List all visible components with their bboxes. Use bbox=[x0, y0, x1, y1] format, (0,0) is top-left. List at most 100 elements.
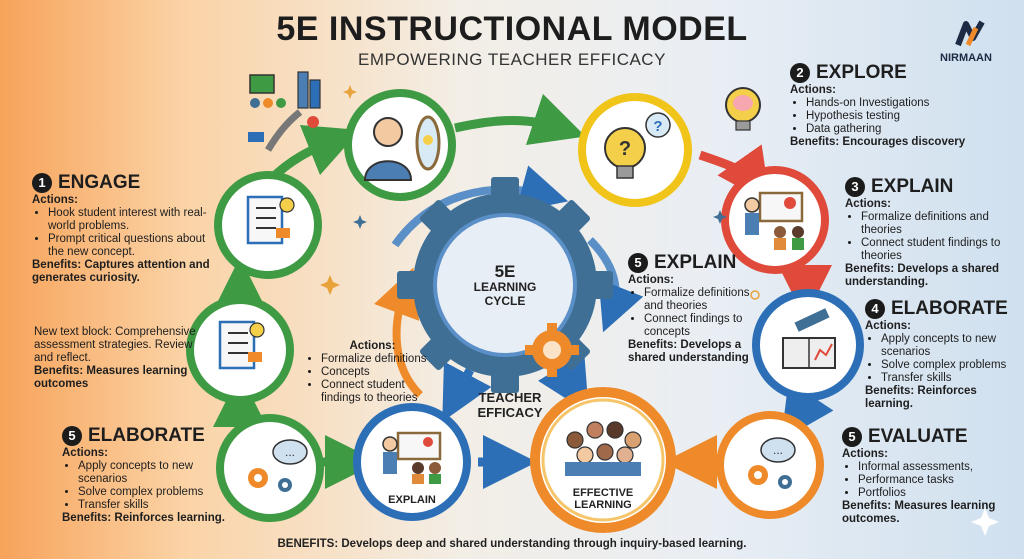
effective-learning-line1: EFFECTIVE bbox=[572, 487, 634, 499]
arrow-gear-to-explain bbox=[442, 361, 492, 422]
page-subtitle: EMPOWERING TEACHER EFFICACY bbox=[358, 50, 666, 69]
explain-right-action-2: Connect student findings to theories bbox=[861, 237, 1015, 263]
engage-benefits: Benefits: Captures attention and generat… bbox=[32, 259, 210, 284]
explain-right-heading: 3 EXPLAIN bbox=[845, 176, 1015, 198]
inner-arrow-top bbox=[391, 165, 569, 248]
elaborate-right-action-3: Transfer skills bbox=[881, 372, 1020, 385]
explore-actions-label: Actions: bbox=[790, 84, 836, 96]
explain-center-number: 5 bbox=[628, 253, 648, 273]
teacher-efficacy-line1: TEACHER bbox=[478, 390, 542, 405]
inner-arrow-right bbox=[587, 237, 644, 333]
engage-actions-label: Actions: bbox=[32, 194, 78, 206]
circle-lightbulb-question: ? ? bbox=[578, 93, 692, 207]
elaborate-right-number: 4 bbox=[865, 299, 885, 319]
explain-center-actions: Formalize definitions and theories Conne… bbox=[628, 287, 753, 339]
elaborate-right-actions-label: Actions: bbox=[865, 320, 911, 332]
elaborate-left-action-2: Solve complex problems bbox=[78, 486, 227, 499]
nirmaan-logo-icon bbox=[955, 20, 985, 47]
arrow-engage-to-student bbox=[454, 93, 586, 146]
elaborate-left-title: ELABORATE bbox=[88, 425, 205, 446]
evaluate-action-3: Portfolios bbox=[858, 487, 1012, 500]
circle-effective-learning bbox=[530, 387, 676, 533]
elaborate-right-block: 4 ELABORATE Actions: Apply concepts to n… bbox=[865, 298, 1020, 411]
explain-right-block: 3 EXPLAIN Actions: Formalize definitions… bbox=[845, 176, 1015, 289]
evaluate-actions: Informal assessments, Performance tasks … bbox=[842, 461, 1012, 500]
explain-right-actions: Formalize definitions and theories Conne… bbox=[845, 211, 1015, 263]
elaborate-left-action-3: Transfer skills bbox=[78, 499, 227, 512]
arrow-gear-to-learning bbox=[537, 352, 589, 414]
engage-action-1: Hook student interest with real-world pr… bbox=[48, 207, 212, 233]
elaborate-left-action-1: Apply concepts to new scenarios bbox=[78, 460, 227, 486]
mid-actions-label: Actions: bbox=[349, 340, 396, 352]
mid-action-1: Formalize definitions bbox=[321, 353, 440, 366]
city-scene-icon bbox=[248, 71, 321, 152]
explore-action-1: Hands-on Investigations bbox=[806, 97, 970, 110]
explore-actions: Hands-on Investigations Hypothesis testi… bbox=[790, 97, 970, 136]
elaborate-right-action-2: Solve complex problems bbox=[881, 359, 1020, 372]
effective-learning-line2: LEARNING bbox=[574, 499, 632, 511]
circle-teacher-board-center bbox=[353, 403, 471, 521]
logo-text: NIRMAAN bbox=[940, 52, 992, 64]
evaluate-block: 5 EVALUATE Actions: Informal assessments… bbox=[842, 426, 1012, 526]
page-title: 5E INSTRUCTIONAL MODEL bbox=[276, 10, 748, 48]
circle-chat-gears-left: ... bbox=[216, 414, 324, 522]
circle-chat-gears-right: ... bbox=[716, 411, 824, 519]
evaluate-title: EVALUATE bbox=[868, 426, 968, 447]
evaluate-heading: 5 EVALUATE bbox=[842, 426, 1012, 448]
inner-arrow-left bbox=[374, 267, 423, 398]
cycle-label-line2: LEARNING bbox=[473, 280, 537, 294]
assessment-benefits: Benefits: Measures learning outcomes bbox=[34, 365, 188, 390]
explain-right-number: 3 bbox=[845, 177, 865, 197]
evaluate-action-1: Informal assessments, bbox=[858, 461, 1012, 474]
assessment-block: New text block: Comprehensive assessment… bbox=[34, 326, 204, 391]
cycle-label-line1: 5E bbox=[494, 262, 516, 281]
assessment-text: New text block: Comprehensive assessment… bbox=[34, 326, 196, 364]
engage-action-2: Prompt critical questions about the new … bbox=[48, 233, 212, 259]
mid-actions-block: Actions: Formalize definitions Concepts … bbox=[305, 340, 440, 405]
engage-block: 1 ENGAGE Actions: Hook student interest … bbox=[32, 172, 212, 285]
small-gear-icon bbox=[525, 323, 579, 377]
elaborate-left-number: 5 bbox=[62, 426, 82, 446]
explain-center-action-2: Connect findings to concepts bbox=[644, 313, 753, 339]
circle-telescope-book bbox=[752, 289, 864, 401]
explore-block: 2 EXPLORE Actions: Hands-on Investigatio… bbox=[790, 62, 970, 149]
explain-center-benefits: Benefits: Develops a shared understandin… bbox=[628, 339, 749, 364]
circle-teacher-board-right bbox=[721, 166, 829, 274]
teacher-efficacy-label: TEACHER EFFICACY bbox=[455, 390, 565, 420]
elaborate-right-title: ELABORATE bbox=[891, 298, 1008, 319]
explore-heading: 2 EXPLORE bbox=[790, 62, 970, 84]
explain-right-action-1: Formalize definitions and theories bbox=[861, 211, 1015, 237]
elaborate-left-benefits: Benefits: Reinforces learning. bbox=[62, 512, 225, 524]
mid-action-3: Connect student findings to theories bbox=[321, 379, 440, 405]
elaborate-left-block: 5 ELABORATE Actions: Apply concepts to n… bbox=[62, 425, 227, 525]
circle-clipboard-lower bbox=[186, 296, 294, 404]
mid-actions: Formalize definitions Concepts Connect s… bbox=[305, 353, 440, 405]
sparkle-icons bbox=[320, 85, 999, 536]
explore-number: 2 bbox=[790, 63, 810, 83]
teacher-efficacy-line2: EFFICACY bbox=[477, 405, 543, 420]
elaborate-right-heading: 4 ELABORATE bbox=[865, 298, 1020, 320]
explain-center-heading: 5 EXPLAIN bbox=[628, 252, 753, 274]
engage-number: 1 bbox=[32, 173, 52, 193]
explain-right-actions-label: Actions: bbox=[845, 198, 891, 210]
explain-center-action-1: Formalize definitions and theories bbox=[644, 287, 753, 313]
elaborate-left-actions-label: Actions: bbox=[62, 447, 108, 459]
effective-learning-label: EFFECTIVE LEARNING bbox=[553, 487, 653, 511]
explain-center-actions-label: Actions: bbox=[628, 274, 674, 286]
evaluate-benefits: Benefits: Measures learning outcomes. bbox=[842, 500, 996, 525]
engage-title: ENGAGE bbox=[58, 172, 141, 193]
explain-circle-label: EXPLAIN bbox=[388, 494, 436, 506]
mid-action-2: Concepts bbox=[321, 366, 440, 379]
engage-heading: 1 ENGAGE bbox=[32, 172, 212, 194]
elaborate-left-actions: Apply concepts to new scenarios Solve co… bbox=[62, 460, 227, 512]
explain-center-title: EXPLAIN bbox=[654, 252, 737, 273]
explain-center-block: 5 EXPLAIN Actions: Formalize definitions… bbox=[628, 252, 753, 365]
arrow-elaborate-to-evaluate bbox=[781, 380, 834, 441]
circle-clipboard-upper bbox=[214, 171, 322, 279]
svg-text:...: ... bbox=[285, 445, 295, 459]
svg-text:?: ? bbox=[653, 118, 662, 135]
evaluate-number: 5 bbox=[842, 427, 862, 447]
brain-bulb-icon bbox=[725, 87, 761, 131]
elaborate-right-benefits: Benefits: Reinforces learning. bbox=[865, 385, 977, 410]
